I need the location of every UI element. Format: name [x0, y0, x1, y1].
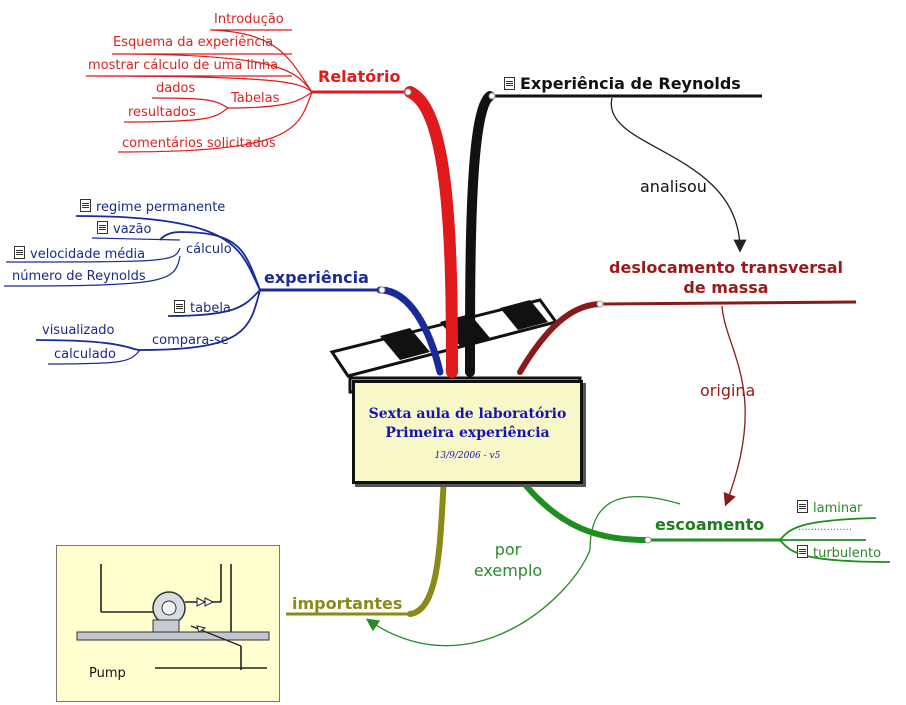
topic-importantes[interactable]: importantes — [292, 594, 403, 613]
central-topic-title: Sexta aula de laboratório Primeira exper… — [368, 406, 567, 441]
document-icon — [14, 246, 25, 259]
subtopic-numero-reynolds[interactable]: número de Reynolds — [12, 269, 146, 284]
subtopic-dados[interactable]: dados — [156, 81, 196, 96]
document-icon — [797, 545, 808, 558]
subtopic-turbulento[interactable]: turbulento — [797, 545, 881, 560]
subtopic-visualizado[interactable]: visualizado — [42, 323, 115, 338]
pump-image: Pump — [56, 545, 280, 702]
subtopic-velocidade-media[interactable]: velocidade média — [14, 246, 145, 261]
link-label-origina: origina — [700, 381, 756, 400]
topic-relatorio[interactable]: Relatório — [318, 67, 401, 86]
subtopic-vazao[interactable]: vazão — [97, 221, 151, 236]
document-icon — [797, 500, 808, 513]
pump-caption: Pump — [89, 666, 126, 681]
pump-icon — [76, 564, 270, 670]
subtopic-placeholder[interactable]: ................. — [798, 522, 853, 533]
topic-experiencia-reynolds[interactable]: Experiência de Reynolds — [504, 76, 741, 92]
subtopic-calculo[interactable]: cálculo — [186, 242, 232, 257]
subtopic-esquema[interactable]: Esquema da experiência — [113, 35, 274, 50]
subtopic-calculo-linha[interactable]: mostrar cálculo de uma linha — [88, 58, 279, 73]
document-icon — [97, 221, 108, 234]
subtopic-tabela[interactable]: tabela — [174, 300, 231, 315]
topic-deslocamento-line2: de massa — [683, 278, 769, 297]
topic-deslocamento[interactable]: deslocamento transversal de massa — [604, 260, 848, 296]
subtopic-tabelas[interactable]: Tabelas — [231, 91, 280, 106]
topic-escoamento[interactable]: escoamento — [655, 515, 765, 534]
document-icon — [174, 300, 185, 313]
topic-experiencia-reynolds-label: Experiência de Reynolds — [520, 74, 741, 93]
subtopic-calculado[interactable]: calculado — [54, 347, 116, 362]
central-topic[interactable]: Sexta aula de laboratório Primeira exper… — [352, 380, 583, 484]
subtopic-laminar[interactable]: laminar — [797, 500, 862, 515]
subtopic-compara-se[interactable]: compara-se — [152, 333, 229, 348]
link-label-por-exemplo: por exemplo — [473, 540, 543, 580]
subtopic-comentarios[interactable]: comentários solicitados — [122, 136, 276, 151]
topic-deslocamento-line1: deslocamento transversal — [609, 258, 843, 277]
topic-experiencia[interactable]: experiência — [264, 268, 369, 287]
document-icon — [504, 77, 515, 90]
subtopic-regime-permanente[interactable]: regime permanente — [80, 199, 225, 214]
subtopic-introducao[interactable]: Introdução — [214, 12, 284, 27]
link-label-analisou: analisou — [640, 177, 707, 196]
central-topic-date: 13/9/2006 - v5 — [434, 450, 501, 461]
document-icon — [80, 199, 91, 212]
subtopic-resultados[interactable]: resultados — [128, 105, 196, 120]
